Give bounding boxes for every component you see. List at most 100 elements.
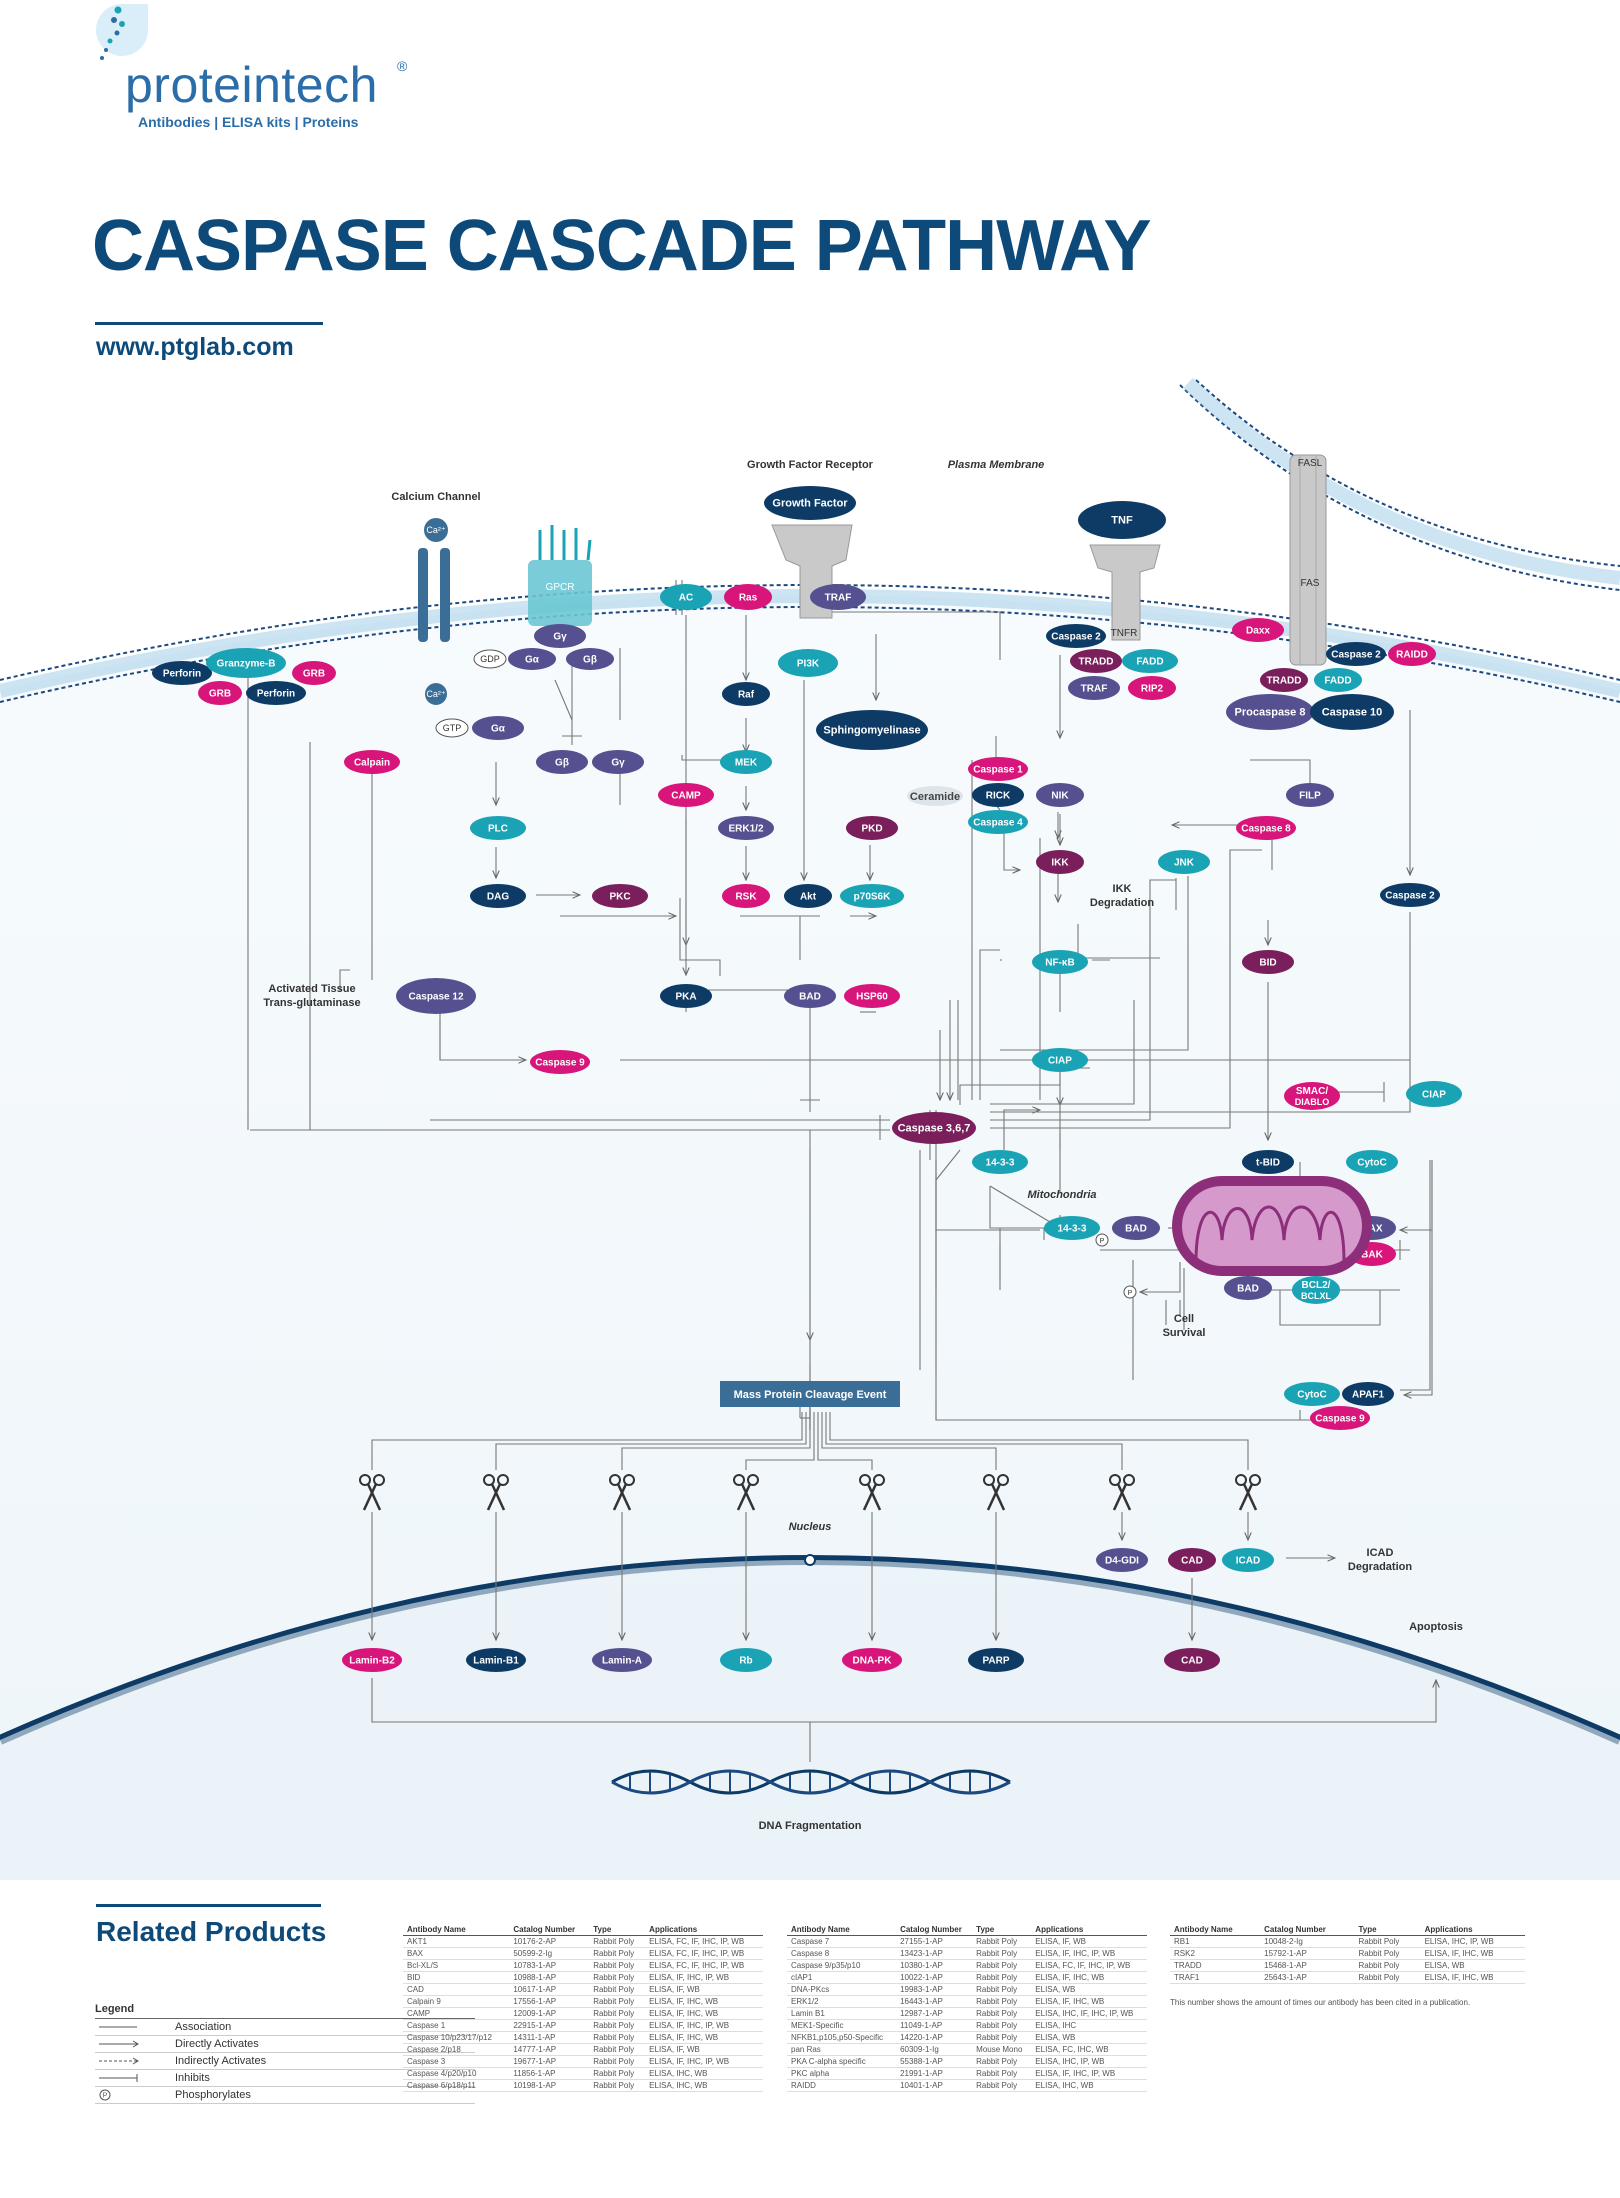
node-caspase9-left: Caspase 9 (530, 1050, 590, 1074)
table-cell: Rabbit Poly (589, 2067, 646, 2080)
node-akt: Akt (784, 884, 832, 908)
table-cell: 14311-1-AP (509, 2031, 590, 2044)
table-cell: Rabbit Poly (589, 1935, 646, 1948)
node-ac: AC (660, 584, 712, 610)
node-label: PLC (488, 824, 508, 835)
gpcr-label: GPCR (546, 582, 575, 593)
node-traf-mid: TRAF (1068, 676, 1120, 700)
legend-item: Indirectly Activates (95, 2053, 475, 2070)
node-lamina: Lamin-A (592, 1648, 652, 1672)
table-cell: Caspase 7 (787, 1935, 897, 1948)
node-caspase8: Caspase 8 (1236, 816, 1296, 840)
column-header: Antibody Name (1170, 1924, 1261, 1936)
node-pi3k: PI3K (778, 649, 838, 677)
table-cell: ELISA, IF, IHC, WB (1031, 1995, 1147, 2008)
node-label: Gγ (611, 758, 625, 769)
svg-text:Ca²⁺: Ca²⁺ (426, 525, 446, 535)
column-header: Catalog Number (1260, 1924, 1355, 1936)
node-granzyme: Granzyme-B (206, 648, 286, 678)
node-apaf1: APAF1 (1342, 1382, 1394, 1406)
node-label: Caspase 9 (1315, 1414, 1365, 1425)
node-label: DNA-PK (853, 1656, 893, 1667)
node-growth-factor: Growth Factor (764, 486, 856, 520)
brand-tagline: Antibodies | ELISA kits | Proteins (138, 114, 359, 130)
node-raidd: RAIDD (1388, 642, 1436, 666)
table-cell: Rabbit Poly (589, 2055, 646, 2068)
dna-helix-icon (611, 1769, 1011, 1795)
node-label: Lamin-B2 (349, 1656, 395, 1667)
site-url[interactable]: www.ptglab.com (96, 333, 294, 361)
node-icad: ICAD (1222, 1548, 1274, 1572)
node-traf-top: TRAF (810, 584, 866, 610)
table-cell: Rabbit Poly (972, 1959, 1032, 1972)
table-cell: RAIDD (787, 2079, 897, 2092)
node-label: FADD (1324, 676, 1351, 687)
fasl-label: FASL (1298, 458, 1323, 469)
table-cell: ELISA, WB (1031, 2031, 1147, 2044)
node-label: Gα (491, 724, 506, 735)
node-p1433-a: 14-3-3 (972, 1150, 1028, 1174)
node-rick: RICK (972, 783, 1024, 807)
node-bid: BID (1242, 950, 1294, 974)
node-label: GRB (209, 689, 231, 700)
table-cell: Rabbit Poly (972, 2019, 1032, 2032)
table-cell: 10198-1-AP (509, 2079, 590, 2092)
table-cell: Rabbit Poly (972, 1947, 1032, 1960)
related-products-title: Related Products (96, 1916, 327, 1947)
node-pkc: PKC (592, 884, 648, 908)
node-label: GRB (303, 669, 325, 680)
calcium-channel (418, 548, 450, 642)
table-cell: pan Ras (787, 2043, 897, 2056)
node-label: CytoC (1297, 1390, 1326, 1401)
table-cell: 10380-1-AP (896, 1959, 973, 1972)
plasma-membrane-label: Plasma Membrane (948, 459, 1045, 471)
table-cell: ELISA, IF, IHC, IP, WB (645, 2055, 763, 2068)
table-cell: PKC alpha (787, 2067, 897, 2080)
node-label: BAX (1361, 1224, 1382, 1235)
mitochondrion (1172, 1176, 1372, 1276)
node-erk: ERK1/2 (718, 816, 774, 840)
table-cell: Rabbit Poly (972, 2067, 1032, 2080)
node-dag: DAG (470, 884, 526, 908)
table-cell: 14220-1-AP (896, 2031, 973, 2044)
calcium-channel-label: Calcium Channel (391, 491, 480, 503)
table-cell: 27155-1-AP (896, 1935, 973, 1948)
table-cell: BAX (403, 1947, 510, 1960)
gtp-pill: GTP (435, 718, 469, 738)
node-cytoc-low: CytoC (1284, 1382, 1340, 1406)
node-label: Caspase 2 (1385, 891, 1435, 902)
node-p1433-b: 14-3-3 (1044, 1216, 1100, 1240)
table-cell: ELISA, IF, IHC, WB (645, 1995, 763, 2008)
node-label: RIP2 (1141, 684, 1164, 695)
node-label: CAMP (671, 791, 701, 802)
node-label: Caspase 3,6,7 (898, 1123, 971, 1135)
table-cell: ELISA, WB (1420, 1959, 1525, 1972)
node-label: MEK (735, 758, 758, 769)
node-label: D4-GDI (1105, 1556, 1139, 1567)
node-ikk: IKK (1036, 850, 1084, 874)
table-cell: 12987-1-AP (896, 2007, 973, 2020)
node-label: Caspase 8 (1241, 824, 1291, 835)
node-label: Caspase 2 (1051, 632, 1101, 643)
node-label: CAD (1181, 1656, 1203, 1667)
scissors-icon (983, 1474, 1009, 1511)
node-cad-top: CAD (1168, 1548, 1216, 1572)
table-cell: 14777-1-AP (509, 2043, 590, 2056)
column-header: Type (972, 1924, 1032, 1936)
table-cell: Rabbit Poly (1354, 1947, 1421, 1960)
column-header: Applications (1031, 1924, 1147, 1936)
table-cell: ELISA, IHC, IP, WB (1420, 1935, 1525, 1948)
node-caspase1: Caspase 1 (968, 757, 1028, 781)
table-cell: ELISA, FC, IF, IHC, IP, WB (1031, 1959, 1147, 1972)
